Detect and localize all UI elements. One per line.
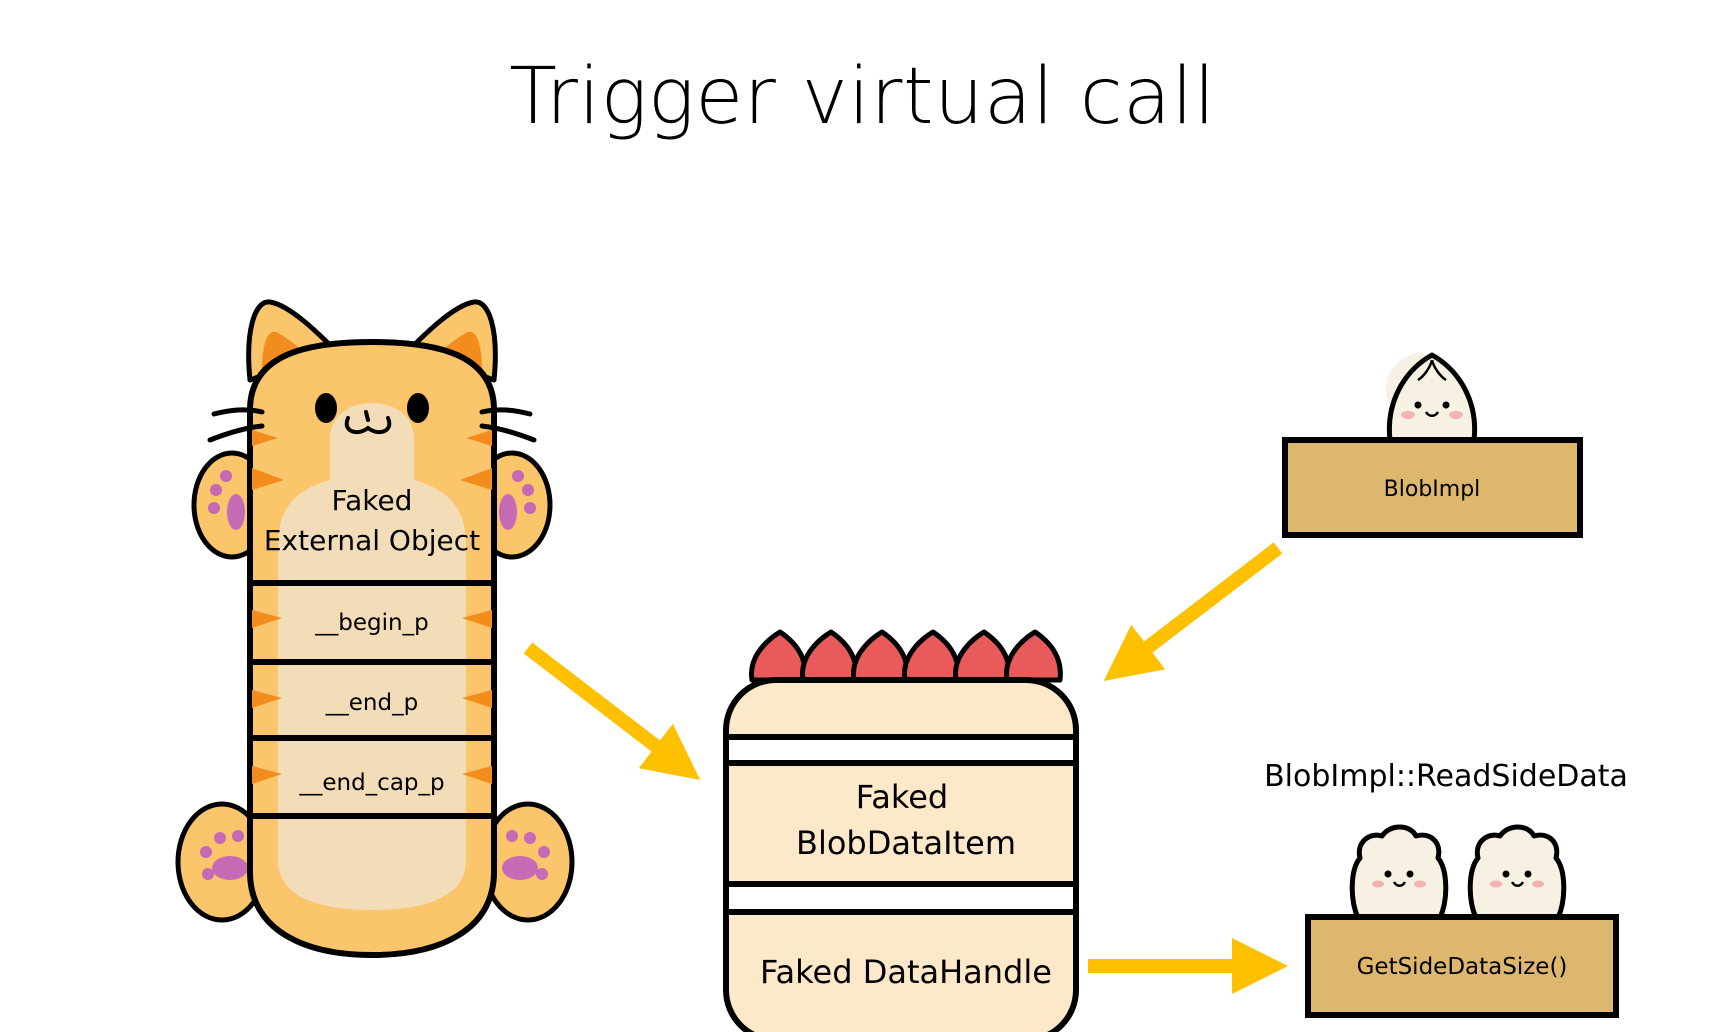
cat-eye-left bbox=[315, 393, 337, 423]
cat-belly bbox=[278, 403, 466, 910]
blobimpl-dumpling bbox=[1386, 352, 1478, 443]
cake-body bbox=[723, 677, 1079, 1032]
getsidedatasize-label: GetSideDataSize() bbox=[1357, 954, 1568, 980]
cat-eye-right bbox=[407, 393, 429, 423]
arrow-blobimpl-to-cake bbox=[1103, 542, 1283, 681]
cat-slot-end-cap-p: __end_cap_p bbox=[298, 770, 444, 796]
cake-label-line1: Faked bbox=[856, 778, 948, 816]
cat-stripes bbox=[252, 430, 492, 784]
arrow-cat-to-cake bbox=[523, 642, 701, 781]
cat-slot-end-p: __end_p bbox=[325, 690, 418, 716]
blobimpl-label: BlobImpl bbox=[1384, 477, 1481, 502]
cat-whiskers bbox=[207, 407, 537, 443]
cat-slot-begin-p: __begin_p bbox=[314, 610, 428, 636]
cat-label-line2: External Object bbox=[264, 524, 480, 557]
cake-container: Faked BlobDataItem Faked DataHandle bbox=[723, 629, 1079, 1032]
dumpling-left bbox=[1349, 824, 1449, 921]
cat-label-line1: Faked bbox=[332, 484, 413, 517]
cake-cream-layer-1 bbox=[729, 734, 1073, 766]
arrows bbox=[523, 542, 1288, 994]
cat-paw-lower-right bbox=[481, 801, 575, 923]
cake-strawberries bbox=[749, 629, 1063, 683]
blobimpl-box bbox=[1282, 437, 1583, 538]
getsidedatasize-box bbox=[1305, 914, 1619, 1018]
cake-label-datahandle: Faked DataHandle bbox=[760, 953, 1052, 991]
cat-slot-dividers bbox=[250, 580, 494, 819]
dumpling-right bbox=[1467, 824, 1567, 921]
slide-title: Trigger virtual call bbox=[509, 52, 1216, 142]
read-side-data-label: BlobImpl::ReadSideData bbox=[1264, 759, 1628, 794]
cake-label-line2: BlobDataItem bbox=[796, 824, 1016, 862]
cat-mouth bbox=[344, 410, 392, 435]
cake-cream-layer-2 bbox=[729, 881, 1073, 915]
cat-container: Faked External Object __begin_p __end_p … bbox=[175, 299, 575, 959]
getsidedatasize-dumplings bbox=[1349, 824, 1567, 921]
